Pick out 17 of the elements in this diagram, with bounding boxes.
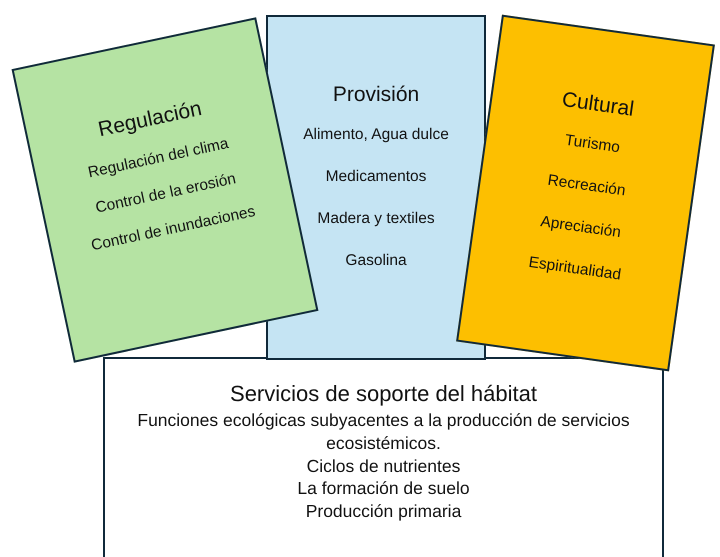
- card-heading: Cultural: [560, 86, 636, 123]
- list-item: Ciclos de nutrientes: [306, 454, 462, 478]
- card-heading: Servicios de soporte del hábitat: [229, 381, 538, 407]
- list-item: Medicamentos: [324, 167, 428, 188]
- list-item: Alimento, Agua dulce: [302, 125, 450, 145]
- list-item: Producción primaria: [304, 500, 462, 523]
- list-item: Espiritualidad: [526, 253, 624, 286]
- list-item: Turismo: [562, 130, 622, 158]
- support-box: [103, 357, 664, 557]
- list-item: Gasolina: [344, 251, 408, 272]
- list-item: Recreación: [546, 170, 628, 202]
- description-text: Funciones ecológicas subyacentes a la producción de servicios ecosistémicos.: [136, 409, 631, 454]
- list-item: La formación de suelo: [296, 477, 471, 500]
- list-item: Apreciación: [538, 212, 623, 244]
- list-item: Madera y textiles: [316, 209, 436, 230]
- card-heading: Regulación: [95, 96, 204, 142]
- card-heading: Provisión: [332, 83, 420, 107]
